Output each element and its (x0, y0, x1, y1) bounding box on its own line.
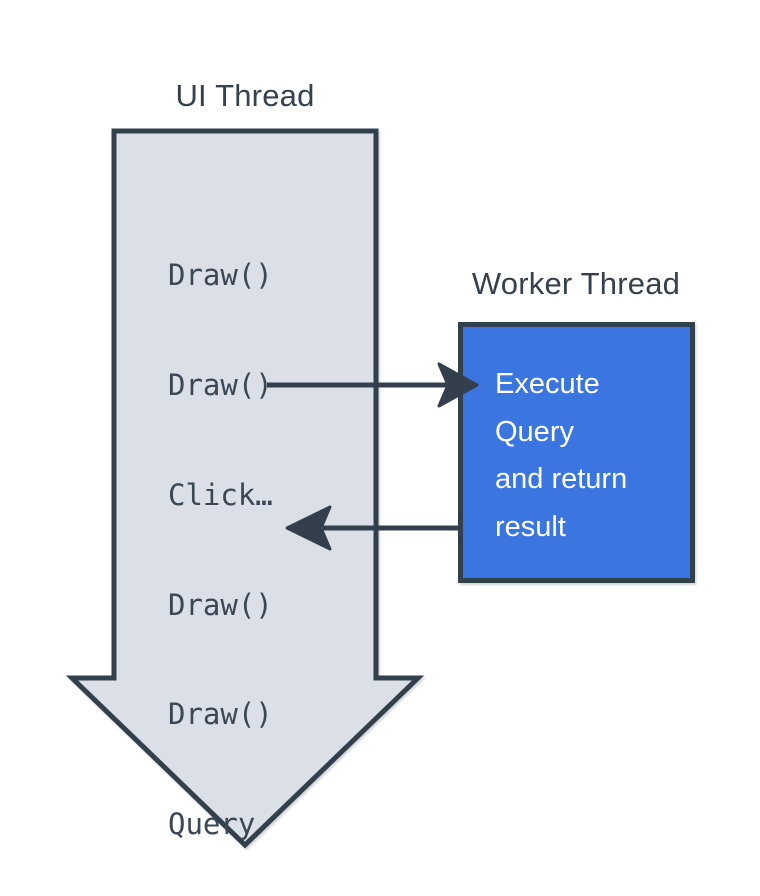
worker-thread-title: Worker Thread (471, 266, 681, 301)
call-line: Draw() (168, 697, 273, 732)
query-arrowhead-icon (437, 362, 479, 408)
call-line: Draw() (168, 367, 273, 402)
call-line: Draw() (168, 258, 273, 293)
ui-thread-arrow-shape (65, 128, 425, 849)
worker-text-line: and return (495, 463, 628, 495)
call-line: Click… (168, 477, 273, 512)
worker-thread-text: Execute Query and return result (495, 361, 627, 551)
result-arrowhead-icon (285, 505, 332, 551)
query-arrow (267, 362, 479, 408)
call-line: Draw() (168, 587, 273, 622)
ui-thread-title: UI Thread (175, 78, 315, 113)
result-arrow (285, 505, 463, 551)
worker-text-line: Query (495, 415, 574, 448)
worker-text-line: result (495, 510, 566, 543)
worker-text-line: Execute (495, 368, 600, 400)
worker-thread-box (458, 322, 695, 583)
ui-thread-call-list: Draw() Draw() Click… Draw() Draw() Query… (168, 184, 343, 896)
call-line: Query (168, 807, 256, 842)
